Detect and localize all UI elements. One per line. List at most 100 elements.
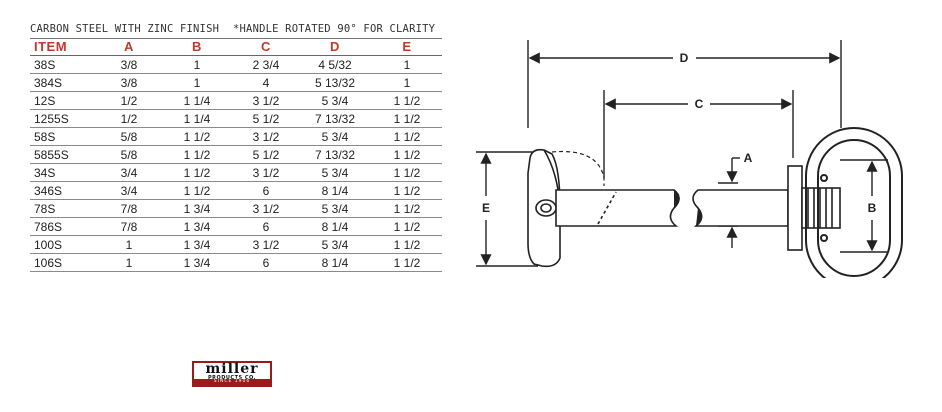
cell-a: 1/2 (98, 109, 160, 128)
ring-pin-bottom (820, 234, 828, 242)
cell-d: 8 1/4 (298, 181, 372, 200)
ring-outer (805, 127, 903, 278)
cell-b: 1 3/4 (160, 253, 234, 272)
cell-a: 3/4 (98, 163, 160, 182)
cell-a: 5/8 (98, 127, 160, 146)
cell-b: 1 1/2 (160, 127, 234, 146)
shaft-right (692, 189, 789, 227)
cell-item: 34S (30, 163, 98, 182)
handle-rotated-outline (551, 150, 605, 186)
cell-b: 1 (160, 55, 234, 74)
label-b: B (868, 201, 877, 215)
cell-a: 7/8 (98, 199, 160, 218)
cell-b: 1 1/2 (160, 163, 234, 182)
cell-item: 12S (30, 91, 98, 110)
handle-note: *HANDLE ROTATED 90° FOR CLARITY (233, 23, 436, 35)
table-caption: CARBON STEEL WITH ZINC FINISH *HANDLE RO… (30, 22, 442, 39)
cell-d: 5 3/4 (298, 199, 372, 218)
cell-b: 1 3/4 (160, 235, 234, 254)
ring-pin-top (820, 174, 828, 182)
cell-c: 5 1/2 (234, 145, 298, 164)
logo-name: miller (205, 361, 259, 377)
cell-d: 7 13/32 (298, 109, 372, 128)
cell-b: 1 (160, 73, 234, 92)
label-e: E (482, 201, 490, 215)
cell-item: 346S (30, 181, 98, 200)
cell-item: 38S (30, 55, 98, 74)
cell-item: 384S (30, 73, 98, 92)
cell-c: 6 (234, 253, 298, 272)
cell-e: 1 1/2 (372, 253, 442, 272)
header-e: E (372, 38, 442, 56)
header-d: D (298, 38, 372, 56)
logo-since: SINCE 1906 (194, 379, 270, 385)
ring-inner (817, 139, 891, 277)
cell-b: 1 1/2 (160, 181, 234, 200)
cell-d: 5 3/4 (298, 235, 372, 254)
cell-c: 3 1/2 (234, 163, 298, 182)
header-c: C (234, 38, 298, 56)
cell-e: 1 1/2 (372, 199, 442, 218)
label-c: C (695, 97, 704, 111)
cell-e: 1 (372, 73, 442, 92)
header-a: A (98, 38, 160, 56)
cell-c: 3 1/2 (234, 199, 298, 218)
cell-a: 7/8 (98, 217, 160, 236)
cell-item: 786S (30, 217, 98, 236)
table-header-row: ITEM A B C D E (30, 38, 442, 56)
cell-c: 2 3/4 (234, 55, 298, 74)
cell-e: 1 1/2 (372, 109, 442, 128)
cell-d: 7 13/32 (298, 145, 372, 164)
cell-item: 106S (30, 253, 98, 272)
collar (787, 165, 803, 251)
cell-c: 3 1/2 (234, 235, 298, 254)
cell-e: 1 1/2 (372, 163, 442, 182)
cell-d: 8 1/4 (298, 253, 372, 272)
cell-c: 6 (234, 217, 298, 236)
label-a: A (744, 151, 753, 165)
cell-e: 1 1/2 (372, 127, 442, 146)
cell-d: 5 13/32 (298, 73, 372, 92)
cell-b: 1 3/4 (160, 199, 234, 218)
header-b: B (160, 38, 234, 56)
cell-c: 4 (234, 73, 298, 92)
material-caption: CARBON STEEL WITH ZINC FINISH (30, 23, 220, 35)
cell-item: 5855S (30, 145, 98, 164)
shaft-left (555, 189, 680, 227)
cell-e: 1 1/2 (372, 181, 442, 200)
cell-a: 5/8 (98, 145, 160, 164)
cell-d: 4 5/32 (298, 55, 372, 74)
cell-a: 1/2 (98, 91, 160, 110)
cell-item: 1255S (30, 109, 98, 128)
cell-a: 1 (98, 253, 160, 272)
handle-hole-inner (540, 203, 552, 213)
cell-c: 3 1/2 (234, 127, 298, 146)
cell-c: 3 1/2 (234, 91, 298, 110)
cell-a: 3/8 (98, 73, 160, 92)
cell-d: 5 3/4 (298, 163, 372, 182)
cell-e: 1 1/2 (372, 235, 442, 254)
cell-item: 58S (30, 127, 98, 146)
break-mark-right (695, 207, 703, 227)
cell-a: 1 (98, 235, 160, 254)
cell-e: 1 (372, 55, 442, 74)
miller-logo: miller PRODUCTS CO. SINCE 1906 (192, 361, 272, 387)
cell-c: 5 1/2 (234, 109, 298, 128)
break-mark-left (673, 189, 680, 209)
cell-e: 1 1/2 (372, 145, 442, 164)
cell-d: 5 3/4 (298, 127, 372, 146)
cell-b: 1 1/4 (160, 91, 234, 110)
header-item: ITEM (30, 38, 98, 56)
